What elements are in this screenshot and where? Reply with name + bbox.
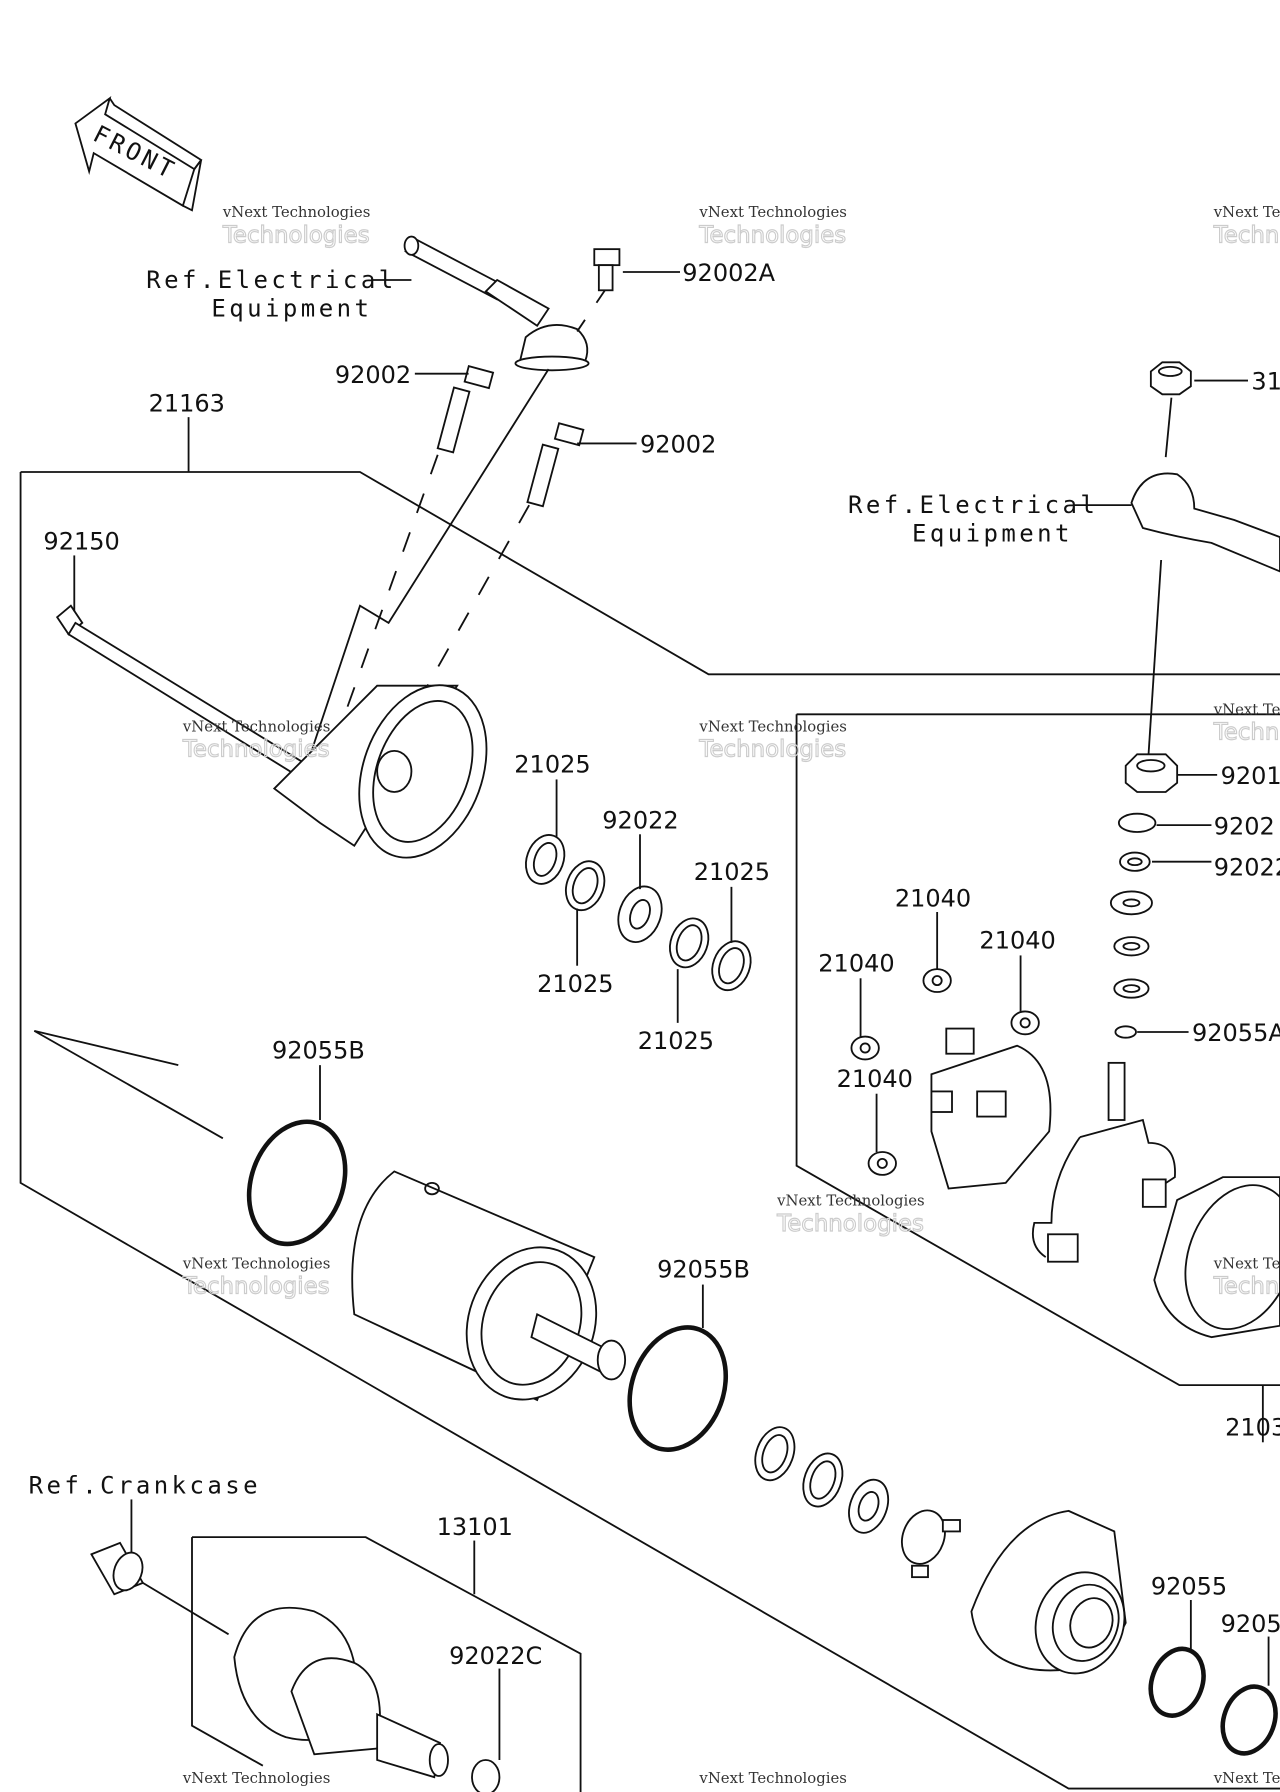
- label-21025: 21025: [694, 858, 770, 886]
- svg-text:vNext Technologies: vNext Technologies: [1213, 203, 1280, 221]
- svg-text:vNext Technologies: vNext Technologies: [182, 1255, 330, 1273]
- front-arrow-icon: FRONT: [74, 95, 203, 212]
- label-21025: 21025: [514, 751, 590, 779]
- electrical-cable-left: [403, 235, 609, 372]
- label-92002A: 92002A: [682, 259, 775, 287]
- label-ref-electrical-2: Ref.Electrical: [848, 491, 1098, 519]
- label-92150: 92150: [43, 528, 119, 556]
- label-21025: 21025: [638, 1027, 714, 1055]
- brush-holder: [1031, 1061, 1280, 1339]
- label-21163: 21163: [149, 389, 225, 417]
- svg-text:Technologies: Technologies: [182, 1274, 330, 1300]
- svg-text:vNext Technologies: vNext Technologies: [698, 1769, 846, 1787]
- label-92002: 92002: [335, 361, 411, 389]
- bolt-92002-a: [436, 365, 495, 454]
- label-21040: 21040: [837, 1065, 913, 1093]
- o-ring-9205: [1220, 1684, 1278, 1756]
- label-31: 31: [1251, 368, 1280, 396]
- brush-springs-21040: [850, 968, 1040, 1176]
- label-92055B: 92055B: [272, 1036, 365, 1064]
- label-21040: 21040: [979, 927, 1055, 955]
- brush-plate: [930, 1027, 1052, 1190]
- label-ref-crankcase: Ref.Crankcase: [29, 1472, 261, 1500]
- label-13101: 13101: [437, 1513, 513, 1541]
- front-cover: [970, 1509, 1127, 1675]
- label-21040: 21040: [818, 949, 894, 977]
- terminal-parts-right: [1109, 361, 1280, 1039]
- label-9202: 9202: [1214, 812, 1275, 840]
- svg-text:Technologies: Technologies: [182, 737, 330, 763]
- svg-text:vNext Technologies: vNext Technologies: [1213, 1769, 1280, 1787]
- svg-text:Technologies: Technologies: [222, 222, 370, 248]
- label-92022: 92022: [602, 807, 678, 835]
- label-92022: 92022: [1214, 853, 1280, 881]
- bolt-92002A: [593, 248, 621, 292]
- leader-lines: [73, 271, 1270, 1760]
- svg-text:Technologies: Technologies: [776, 1211, 924, 1237]
- svg-text:vNext Technologies: vNext Technologies: [776, 1192, 924, 1210]
- bolt-92002-b: [526, 422, 585, 508]
- svg-text:vNext Technologies: vNext Technologies: [182, 1769, 330, 1787]
- washers-lower: [754, 1426, 961, 1579]
- label-9205: 9205: [1221, 1610, 1280, 1638]
- svg-text:vNext Technologies: vNext Technologies: [182, 717, 330, 735]
- label-ref-electrical-2-line2: Equipment: [912, 520, 1073, 548]
- svg-text:vNext Technologies: vNext Technologies: [1213, 1255, 1280, 1273]
- label-ref-electrical-1: Ref.Electrical: [146, 266, 396, 294]
- label-9201: 9201: [1221, 762, 1280, 790]
- svg-text:vNext Technologies: vNext Technologies: [698, 203, 846, 221]
- end-cover-21163: [272, 684, 488, 859]
- label-ref-electrical-1-line2: Equipment: [211, 295, 372, 323]
- svg-text:vNext Technologies: vNext Technologies: [1213, 700, 1280, 718]
- label-21025: 21025: [537, 970, 613, 998]
- label-92022C: 92022C: [449, 1642, 542, 1670]
- svg-text:Technologies: Technologies: [1213, 222, 1280, 248]
- svg-text:vNext Technologies: vNext Technologies: [222, 203, 370, 221]
- label-21040: 21040: [895, 884, 971, 912]
- svg-text:Technologies: Technologies: [1213, 719, 1280, 745]
- o-ring-92055B-b: [627, 1325, 729, 1452]
- washers-21025: [525, 834, 752, 992]
- label-2103: 2103: [1225, 1413, 1280, 1441]
- svg-text:Technologies: Technologies: [698, 222, 846, 248]
- svg-text:Technologies: Technologies: [698, 737, 846, 763]
- bolt-92150: [55, 604, 310, 779]
- svg-text:Technologies: Technologies: [1213, 1274, 1280, 1300]
- label-92055: 92055: [1151, 1572, 1227, 1600]
- reduction-gear-13101: [90, 1541, 501, 1792]
- o-ring-92055: [1148, 1646, 1206, 1718]
- yoke-assembly: [351, 1170, 627, 1402]
- assembly-frames: [19, 471, 1280, 1792]
- o-ring-92055B-a: [246, 1119, 348, 1247]
- label-92055A: 92055A: [1192, 1019, 1280, 1047]
- svg-text:vNext Technologies: vNext Technologies: [698, 717, 846, 735]
- label-92002: 92002: [640, 431, 716, 459]
- label-92055B: 92055B: [657, 1256, 750, 1284]
